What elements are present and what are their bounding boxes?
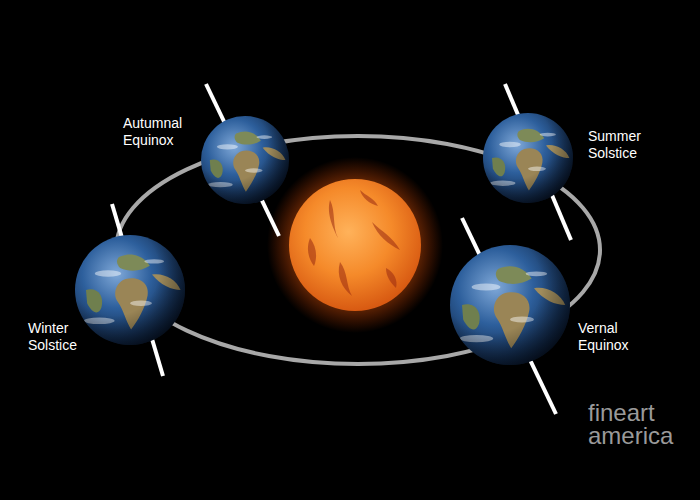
earth-shade xyxy=(201,116,289,204)
sun-glow xyxy=(267,157,443,333)
earth-globe xyxy=(450,245,570,365)
season-label: Autumnal Equinox xyxy=(123,115,195,149)
earth-shade xyxy=(450,245,570,365)
earth-globe xyxy=(483,113,573,203)
season-label: Winter Solstice xyxy=(28,320,100,354)
earth-globe xyxy=(75,235,185,345)
ocean xyxy=(201,116,289,204)
earth-node: Vernal Equinox xyxy=(450,245,570,365)
earth-node: Autumnal Equinox xyxy=(201,116,289,204)
season-label: Vernal Equinox xyxy=(578,320,650,354)
ocean xyxy=(483,113,573,203)
sun xyxy=(289,179,421,311)
sun-texture xyxy=(308,190,400,296)
earth-shade xyxy=(75,235,185,345)
season-label: Summer Solstice xyxy=(588,128,660,162)
watermark: fineart america xyxy=(588,402,688,448)
ocean xyxy=(75,235,185,345)
ocean xyxy=(450,245,570,365)
earth-node: Winter Solstice xyxy=(75,235,185,345)
earth-shade xyxy=(483,113,573,203)
earth-node: Summer Solstice xyxy=(483,113,573,203)
earth-globe xyxy=(201,116,289,204)
